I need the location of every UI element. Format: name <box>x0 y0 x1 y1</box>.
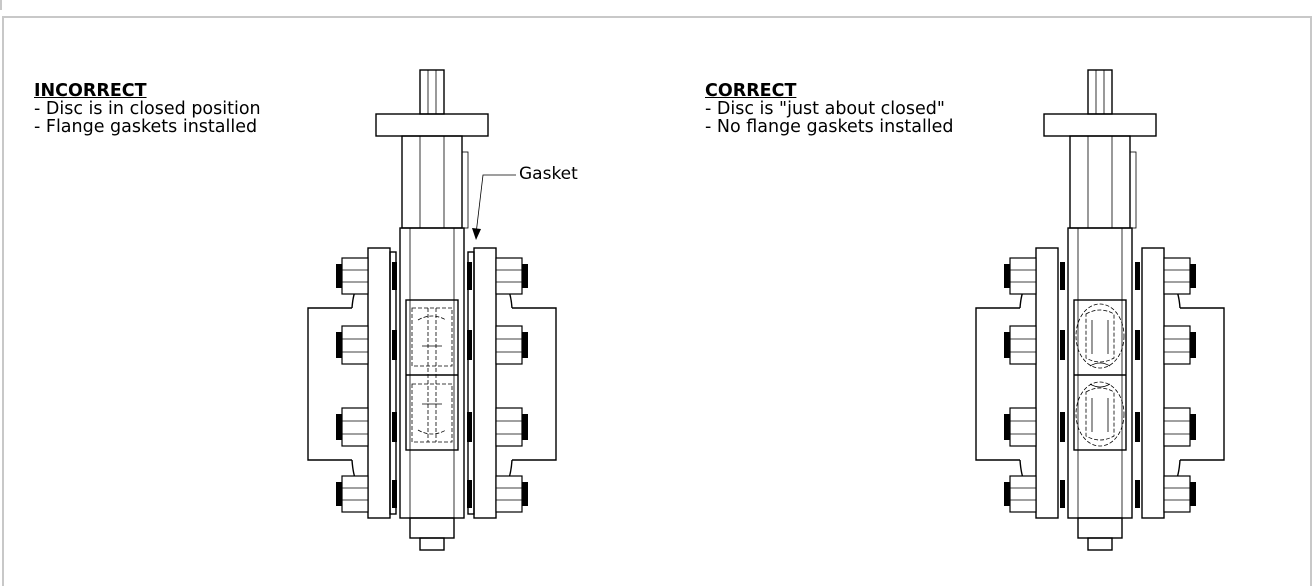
corner-mark <box>0 0 6 10</box>
correct-note: CORRECT - Disc is "just about closed" - … <box>705 82 954 136</box>
incorrect-valve-drawing <box>307 69 557 551</box>
incorrect-title: INCORRECT <box>34 81 147 101</box>
incorrect-line-2: - Flange gaskets installed <box>34 117 258 137</box>
valve-drawings <box>307 69 1225 551</box>
gasket-callout-label: Gasket <box>519 164 578 184</box>
incorrect-note: INCORRECT - Disc is in closed position -… <box>34 82 261 136</box>
correct-valve-drawing <box>975 69 1225 551</box>
correct-line-2: - No flange gaskets installed <box>705 117 954 137</box>
drawing-frame <box>2 16 1312 586</box>
gasket-leader <box>472 174 516 240</box>
correct-line-1: - Disc is "just about closed" <box>705 99 945 119</box>
incorrect-line-1: - Disc is in closed position <box>34 99 261 119</box>
correct-title: CORRECT <box>705 81 797 101</box>
